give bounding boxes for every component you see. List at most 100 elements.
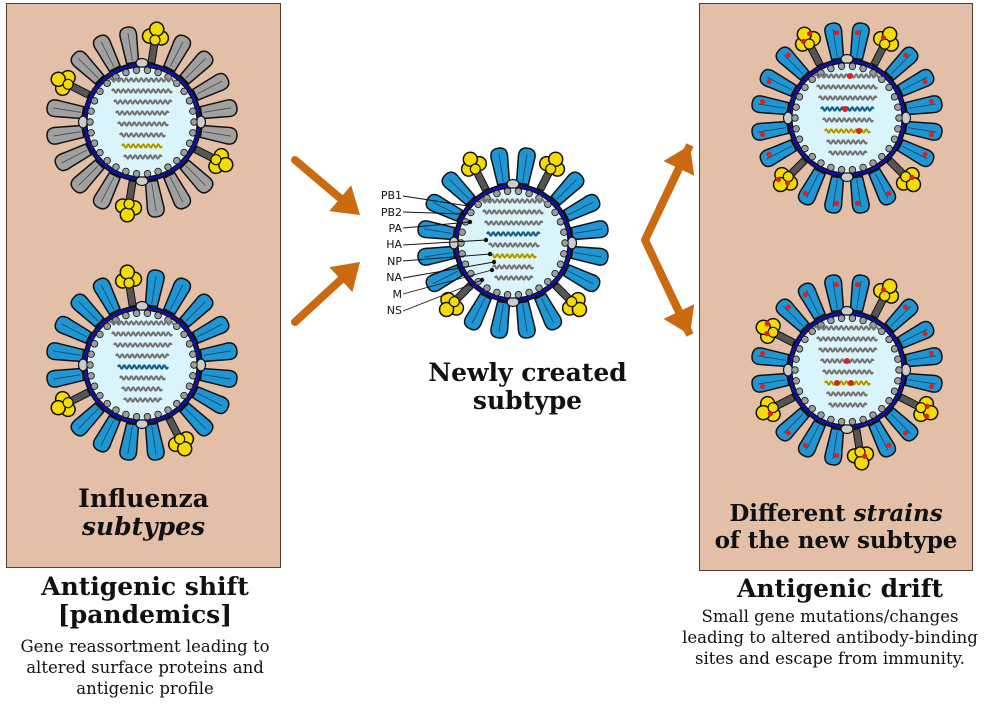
- spike: [755, 393, 796, 423]
- rna-segment-outline: [826, 392, 868, 396]
- segment-leader-line: [402, 279, 483, 312]
- matrix-bead: [493, 189, 501, 198]
- spike: [425, 263, 464, 293]
- spike: [70, 159, 105, 194]
- na-head-lobe: [900, 171, 912, 183]
- mutation-dot: [802, 442, 808, 448]
- m2-channel: [840, 423, 854, 435]
- matrix-bead: [848, 166, 857, 174]
- mutation-dot: [854, 29, 861, 36]
- ha-spike-groove: [783, 306, 804, 327]
- mutation-dot: [834, 380, 840, 386]
- spike: [867, 167, 897, 206]
- ha-spike-groove: [185, 301, 206, 322]
- mutation-dot: [886, 190, 892, 196]
- matrix-bead: [122, 68, 130, 77]
- mutation-dot: [759, 383, 766, 390]
- spike: [46, 367, 85, 388]
- matrix-bead: [525, 288, 533, 297]
- antigenic-drift-heading: Antigenic drift: [680, 575, 1000, 603]
- ha-spike-groove: [432, 201, 458, 216]
- matrix-bead: [791, 366, 799, 374]
- mutation-dot: [785, 430, 791, 436]
- spike: [772, 157, 808, 193]
- ha-spike-groove: [783, 54, 804, 75]
- segment-leader-line: [402, 269, 493, 295]
- mutation-dot: [928, 98, 935, 105]
- m2-channel: [195, 358, 207, 372]
- virion-interior: [791, 314, 903, 426]
- arrow-shift-top-shaft: [291, 156, 345, 203]
- matrix-bead: [837, 166, 846, 174]
- m2-channel: [195, 115, 207, 129]
- na-stalk: [125, 284, 137, 307]
- matrix-bead: [878, 404, 886, 413]
- ha-spike: [490, 147, 511, 186]
- matrix-bead: [458, 250, 466, 258]
- matrix-bead: [87, 129, 95, 137]
- na-head-lobe: [149, 34, 161, 46]
- ha-spike-groove: [53, 350, 81, 356]
- right-title-line1: Different strains: [699, 500, 973, 527]
- m2-channel: [566, 236, 578, 250]
- mutation-dot: [856, 128, 862, 134]
- matrix-bead: [96, 87, 104, 96]
- m2-channel: [77, 358, 89, 372]
- matrix-bead: [895, 114, 903, 122]
- matrix-bead: [503, 291, 512, 299]
- ha-spike-groove: [185, 165, 206, 186]
- right-title-word1: Different: [729, 500, 846, 527]
- matrix-bead: [90, 97, 99, 105]
- spike: [490, 300, 511, 339]
- spike: [570, 245, 609, 266]
- spike: [50, 69, 91, 99]
- spike: [46, 342, 85, 363]
- mutation-dot: [833, 281, 840, 288]
- spike: [904, 347, 943, 368]
- spike: [54, 315, 93, 345]
- shift-heading-line1: Antigenic shift: [41, 572, 249, 601]
- virus-strain-2: [751, 274, 943, 471]
- drift-desc-line1: Small gene mutations/changes: [701, 607, 959, 626]
- ha-spike-groove: [169, 284, 184, 310]
- arrow-drift-up-shaft: [656, 164, 683, 212]
- mutation-dot: [759, 350, 766, 357]
- spike: [759, 138, 798, 168]
- matrix-bead: [795, 387, 804, 395]
- matrix-bead: [189, 350, 197, 358]
- ha-spike-groove: [568, 201, 594, 216]
- antigenic-shift-description: Gene reassortment leading to altered sur…: [0, 636, 290, 699]
- arrow-shift-top-head: [329, 185, 360, 215]
- ha-spike-groove: [203, 131, 231, 137]
- matrix-bead: [87, 350, 95, 358]
- matrix-bead: [87, 107, 95, 115]
- na-head-lobe: [123, 277, 135, 289]
- segment-leader-dot: [459, 211, 465, 217]
- mutation-dot: [854, 200, 861, 207]
- mutation-dot: [800, 38, 807, 45]
- matrix-bead: [112, 163, 120, 171]
- ha-spike: [199, 99, 238, 120]
- arrow-shift-bottom-head: [329, 262, 360, 293]
- ha-spike-groove: [169, 41, 184, 67]
- spike: [162, 277, 192, 316]
- mutation-dot: [842, 106, 848, 112]
- ha-spike-groove: [100, 41, 115, 67]
- virion-interior: [457, 187, 569, 299]
- ha-spike: [119, 26, 140, 65]
- matrix-bead: [848, 314, 857, 322]
- ha-spike-groove: [890, 54, 911, 75]
- matrix-bead: [817, 159, 825, 167]
- matrix-bead: [180, 391, 188, 400]
- ha-spike-groove: [424, 228, 452, 234]
- matrix-bead: [103, 156, 111, 165]
- mutation-dot: [903, 304, 909, 310]
- ha-spike-groove: [574, 252, 602, 258]
- rna-segment-outline: [111, 89, 173, 93]
- mutation-dot: [775, 176, 782, 183]
- segment-leader-line: [402, 221, 471, 229]
- matrix-bead: [483, 284, 491, 292]
- segment-label-m: M: [392, 288, 403, 301]
- segment-label-np: NP: [387, 255, 402, 268]
